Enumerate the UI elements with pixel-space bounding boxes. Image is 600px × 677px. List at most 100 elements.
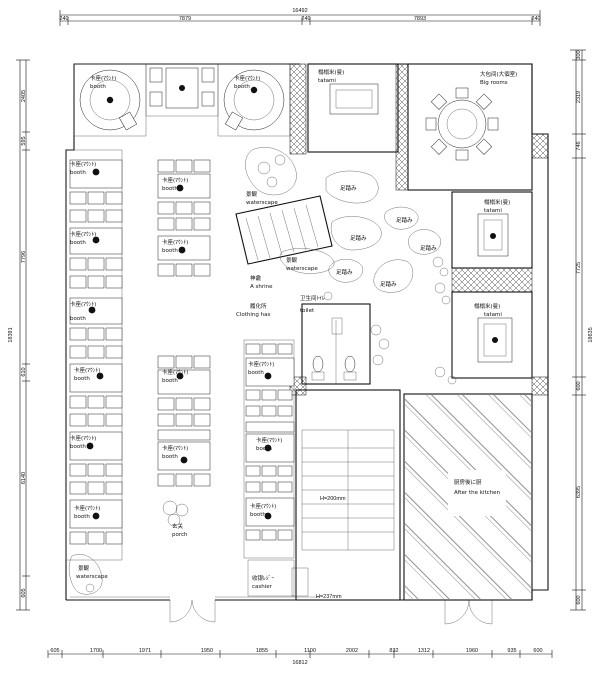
left-dim-5: 6140 [21,472,27,484]
booth-label-en: booth [234,84,250,90]
right-dimension-line: 300 2319 746 7725 600 6395 600 18635 [570,49,594,611]
right-dim-6: 6395 [576,486,582,498]
right-dim-4: 7725 [576,262,582,274]
tatami-low-jp: 榻榻米(曼) [474,302,500,310]
waterscape-c-en: waterscape [76,574,108,580]
bottom-dim-9: 1312 [418,648,430,654]
tatami-mid-en: tatami [484,208,502,214]
round-booth-top-left: 卡座(ﾏｳﾝﾄ) booth [73,63,147,137]
cashier: 收银ﾚｼﾞｰ cashier [247,559,309,597]
booth-label-en: booth [248,370,264,376]
bottom-total-dim: 16812 [292,660,307,666]
bottom-dim-10: 1960 [466,648,478,654]
right-dim-7: 600 [576,595,582,604]
tatami-mid-jp: 榻榻米(曼) [484,198,510,206]
tatami-top-en: tatami [318,78,336,84]
right-total-dim: 18635 [588,327,594,342]
top-dim-3: 240 [301,16,310,22]
tatami-room-low: 榻榻米(曼) tatami [451,291,533,379]
booth-label-en: booth [250,512,266,518]
booth-label-en: booth [70,316,86,322]
booth-label-jp: 卡座(ﾏｳﾝﾄ) [70,434,96,442]
bottom-dim-8: 832 [389,648,398,654]
center-booth-column: 卡座(ﾏｳﾝﾄ) booth 卡座(ﾏｳﾝﾄ) booth 卡座(ﾏｳﾝﾄ) b… [157,159,211,487]
right-dim-1: 300 [576,50,582,59]
clothing-area: 履化所 Clothing has [236,302,270,318]
booth-label-jp: 卡座(ﾏｳﾝﾄ) [70,230,96,238]
hatched-partition [451,267,533,293]
porch-en: porch [172,532,188,538]
bottom-dimension-line: 605 1700 1971 1950 1855 1100 2002 832 13… [47,648,553,666]
booth-label-jp: 卡座(ﾏｳﾝﾄ) [250,502,276,510]
waterscape-bottom: 景観 waterscape [68,554,108,595]
tatami-room-top: 榻榻米(曼) tatami [307,63,399,153]
left-dimension-line: 2405 595 7796 610 6140 605 18391 [8,59,30,611]
right-center-booth-column: 卡座(ﾏｳﾝﾄ) booth 卡座(ﾏｳﾝﾄ) booth 卡座(ﾏｳﾝﾄ) b… [243,339,295,559]
big-room: 大包间(大個室) Big rooms [407,63,533,191]
booth-label-en: booth [162,378,178,384]
right-dim-2: 2319 [576,91,582,103]
booth-label-en: booth [256,446,272,452]
top-dim-5: 240 [531,16,540,22]
booth-label-jp: 卡座(ﾏｳﾝﾄ) [70,160,96,168]
toilet-en: toilet [300,308,315,314]
main-entrance-doors [169,599,493,625]
bottom-dim-6: 1100 [304,648,316,654]
big-room-chairs [425,87,499,161]
top-dim-1: 240 [59,16,68,22]
shrine-en: A shrine [250,284,273,290]
table-marker [106,96,114,104]
toilet-jp: 卫生间ﾄｲﾚ [300,294,325,302]
bottom-dim-12: 600 [533,648,542,654]
waterscape-a-jp: 景観 [246,190,258,198]
booth-label-jp: 卡座(ﾏｳﾝﾄ) [90,74,116,82]
bottom-dim-11: 935 [507,648,516,654]
booth-label-jp: 卡座(ﾏｳﾝﾄ) [74,366,100,374]
bottom-dim-4: 1950 [201,648,213,654]
porch: 玄关 porch [162,500,189,538]
plant-clusters [323,256,457,385]
top-dimension-line: 16492 240 7879 240 7893 240 [59,8,541,26]
booth-label-en: booth [70,170,86,176]
right-dim-5: 600 [576,381,582,390]
top-total-dim: 16492 [292,8,307,14]
left-dim-2: 595 [21,136,27,145]
left-dim-3: 7796 [21,251,27,263]
porch-jp: 玄关 [172,522,184,530]
stepping-stone-label: 足踏み [380,280,397,288]
booth-label-jp: 卡座(ﾏｳﾝﾄ) [162,238,188,246]
shrine: 神龕 A shrine [250,274,273,290]
staircase: H=200mm H=237mm [295,389,401,601]
waterscape-a-en: waterscape [246,200,278,206]
bottom-dim-7: 2002 [346,648,358,654]
left-dim-6: 605 [21,588,27,597]
square-tables-top [145,63,219,117]
booth-label-jp: 卡座(ﾏｳﾝﾄ) [162,444,188,452]
tatami-room-mid: 榻榻米(曼) tatami [451,191,533,269]
stair-height-note-2: H=237mm [316,594,342,600]
tatami-low-en: tatami [484,312,502,318]
left-total-dim: 18391 [8,327,14,342]
left-dim-1: 2405 [21,90,27,102]
left-dim-4: 610 [21,367,27,376]
stepping-stone-label: 足踏み [336,268,353,276]
clothing-en: Clothing has [236,312,270,318]
wooden-bridge [235,195,333,265]
stepping-stones: 足踏み 足踏み 足踏み 足踏み 足踏み 足踏み [325,170,441,293]
booth-label-jp: 卡座(ﾏｳﾝﾄ) [162,176,188,184]
structural-columns [289,63,549,396]
booth-label-en: booth [162,248,178,254]
booth-label-jp: 卡座(ﾏｳﾝﾄ) [70,300,96,308]
tatami-top-jp: 榻榻米(曼) [318,68,344,76]
bottom-dim-2: 1700 [90,648,102,654]
clothing-jp: 履化所 [250,302,267,310]
cashier-jp: 收银ﾚｼﾞｰ [252,574,274,582]
right-dim-3: 746 [576,141,582,150]
stepping-stone-label: 足踏み [420,244,437,252]
bottom-dim-3: 1971 [139,648,151,654]
shrine-jp: 神龕 [250,274,262,282]
kitchen: 厨房後に厨 After the kitchen [403,393,533,601]
stepping-stone-label: 足踏み [350,234,367,242]
waterscape-garden: 景観 waterscape 景観 waterscape 足踏み 足踏み 足踏み … [235,147,457,385]
